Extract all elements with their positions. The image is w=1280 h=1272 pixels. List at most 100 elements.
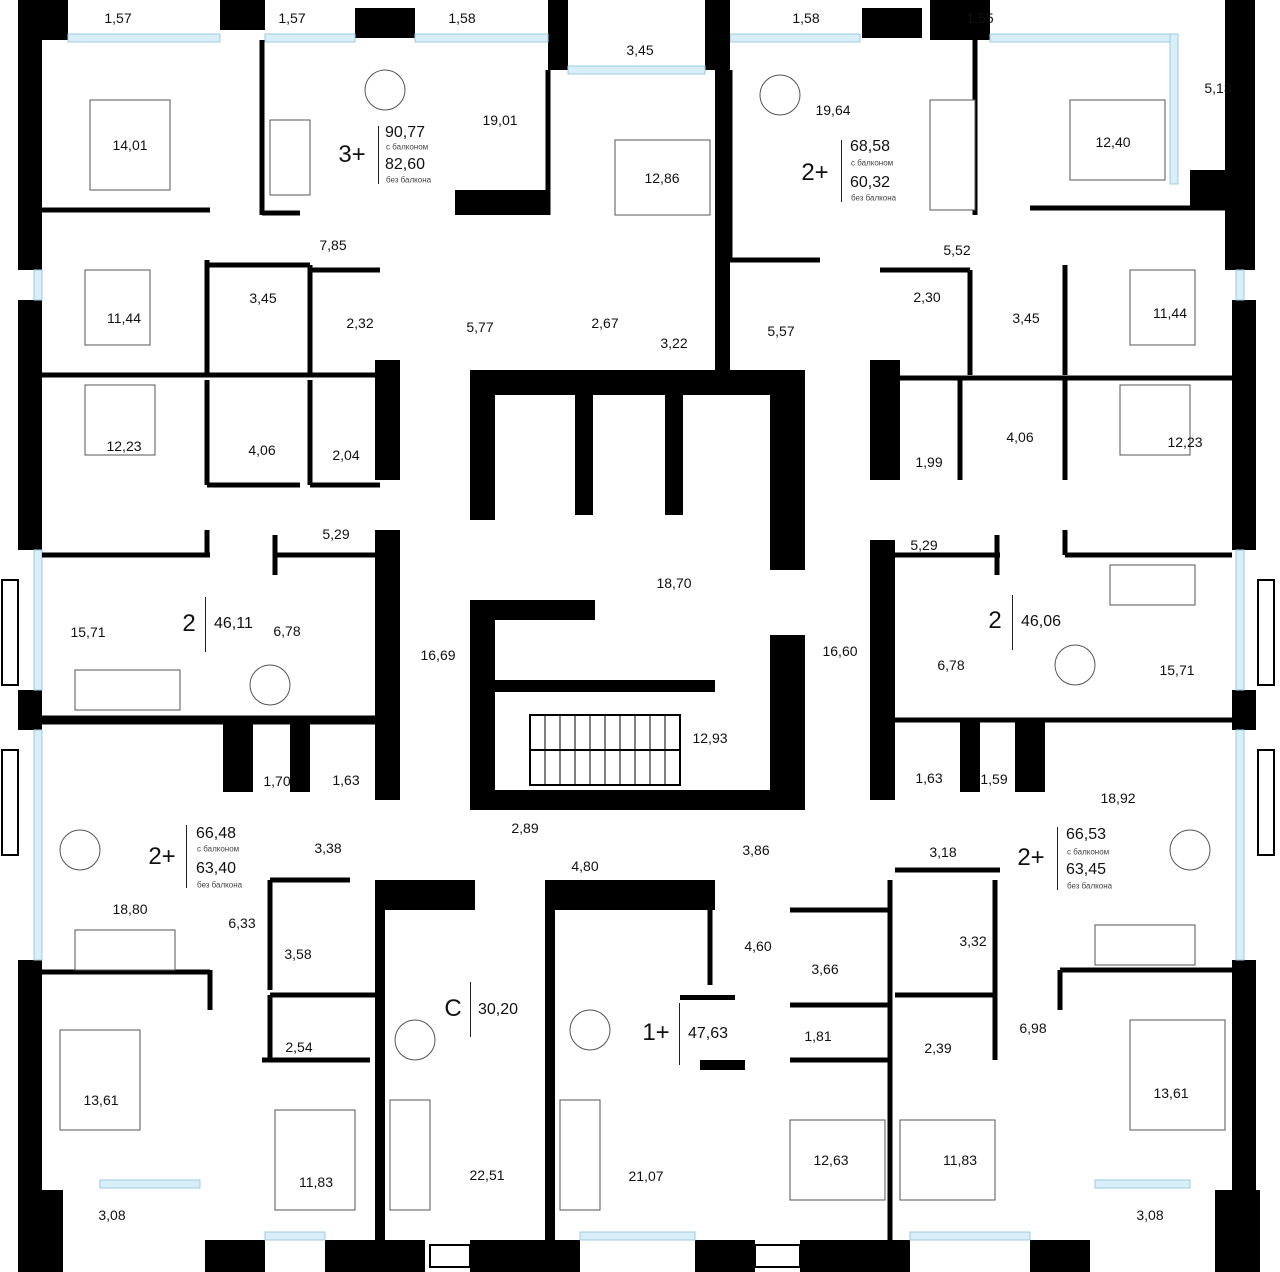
balconies <box>1 579 1275 1268</box>
room-area: 1,63 <box>915 770 943 786</box>
room-area: 1,63 <box>332 772 360 788</box>
room-area: 3,58 <box>284 946 312 962</box>
unit-net-area: 63,40 <box>196 860 237 877</box>
room-area: 4,80 <box>571 858 599 874</box>
room-area: 5,29 <box>910 537 938 553</box>
unit-total-area: 90,77 <box>385 124 426 141</box>
room-area: 2,39 <box>924 1040 952 1056</box>
room-area: 5,29 <box>322 526 350 542</box>
unit-total-area: 46,06 <box>1021 613 1062 630</box>
room-area: 3,32 <box>959 933 987 949</box>
room-area: 3,22 <box>660 335 688 351</box>
unit-type: 2+ <box>1017 844 1045 871</box>
unit-net-area: 63,45 <box>1066 861 1107 878</box>
room-area: 3,38 <box>314 840 342 856</box>
room-area: 12,93 <box>692 730 728 746</box>
unit-net-area: 82,60 <box>385 156 426 173</box>
unit-net-note: без балкона <box>1067 881 1113 891</box>
room-area: 2,32 <box>346 315 374 331</box>
room-area: 16,69 <box>420 647 456 663</box>
room-area: 18,70 <box>656 575 692 591</box>
room-area: 12,86 <box>644 170 680 186</box>
room-area: 11,83 <box>943 1152 977 1168</box>
unit-type: 2 <box>182 610 196 637</box>
room-area: 22,51 <box>469 1167 505 1183</box>
unit-type: 2+ <box>801 159 829 186</box>
room-area: 2,67 <box>591 315 619 331</box>
room-area: 15,71 <box>70 624 106 640</box>
unit-total-area: 30,20 <box>478 1001 519 1018</box>
unit-net-area: 60,32 <box>850 174 891 191</box>
room-area: 11,44 <box>107 310 141 326</box>
balcony-area: 3,08 <box>1136 1207 1164 1223</box>
room-area: 3,45 <box>249 290 277 306</box>
unit-type: 2+ <box>148 843 176 870</box>
room-area: 11,83 <box>299 1174 333 1190</box>
room-area: 3,45 <box>1012 310 1040 326</box>
room-area: 15,71 <box>1159 662 1195 678</box>
room-area: 7,85 <box>319 237 347 253</box>
unit-total-note: с балконом <box>1067 847 1110 857</box>
room-area: 18,92 <box>1100 790 1136 806</box>
room-area: 4,60 <box>744 938 772 954</box>
balcony-area: 1,58 <box>448 10 476 26</box>
room-area: 4,06 <box>1006 429 1034 445</box>
room-area: 19,64 <box>815 102 851 118</box>
room-area: 5,57 <box>767 323 795 339</box>
room-area: 5,52 <box>943 242 971 258</box>
room-area: 6,78 <box>937 657 965 673</box>
room-area: 13,61 <box>1153 1085 1189 1101</box>
unit-total-note: с балконом <box>386 142 429 152</box>
room-area: 2,04 <box>332 447 360 463</box>
unit-net-note: без балкона <box>851 193 897 203</box>
windows <box>33 33 1245 1241</box>
unit-total-area: 68,58 <box>850 138 891 155</box>
unit-type: С <box>444 995 462 1022</box>
room-area: 12,40 <box>1095 134 1131 150</box>
room-area: 2,89 <box>511 820 539 836</box>
room-area: 19,01 <box>482 112 518 128</box>
unit-type: 3+ <box>338 141 366 168</box>
unit-total-note: с балконом <box>197 844 240 854</box>
balcony-area: 3,08 <box>98 1207 126 1223</box>
room-area: 1,81 <box>804 1028 832 1044</box>
room-area: 6,98 <box>1019 1020 1047 1036</box>
unit-total-area: 47,63 <box>688 1025 729 1042</box>
room-area: 3,66 <box>811 961 839 977</box>
unit-total-area: 66,48 <box>196 825 237 842</box>
balcony-area: 1,57 <box>278 10 306 26</box>
room-area: 2,54 <box>285 1039 313 1055</box>
balcony-area: 5,13 <box>1204 80 1232 96</box>
room-area: 16,60 <box>822 643 858 659</box>
unit-total-area: 46,11 <box>214 615 253 632</box>
room-area: 4,06 <box>248 442 276 458</box>
unit-net-note: без балкона <box>197 880 243 890</box>
room-area: 1,70 <box>263 773 291 789</box>
room-area: 21,07 <box>628 1168 664 1184</box>
room-area: 2,30 <box>913 289 941 305</box>
room-area: 14,01 <box>112 137 148 153</box>
unit-total-note: с балконом <box>851 158 894 168</box>
room-area: 12,23 <box>1167 434 1203 450</box>
partitions <box>42 40 1232 1240</box>
room-area: 3,18 <box>929 844 957 860</box>
room-area: 12,63 <box>813 1152 849 1168</box>
unit-total-area: 66,53 <box>1066 826 1107 843</box>
room-area: 12,23 <box>106 438 142 454</box>
furniture <box>59 69 1226 1211</box>
room-area: 6,33 <box>228 915 256 931</box>
room-area: 3,86 <box>742 842 770 858</box>
room-area: 18,80 <box>112 901 148 917</box>
unit-type: 1+ <box>642 1019 670 1046</box>
balcony-area: 3,45 <box>626 42 654 58</box>
interior-heavy-walls <box>223 360 1045 1070</box>
balcony-area: 1,58 <box>792 10 820 26</box>
stair-flight <box>529 714 681 786</box>
room-area: 1,59 <box>980 771 1008 787</box>
room-area: 1,99 <box>915 454 943 470</box>
room-area: 13,61 <box>83 1092 119 1108</box>
room-area: 11,44 <box>1153 305 1187 321</box>
